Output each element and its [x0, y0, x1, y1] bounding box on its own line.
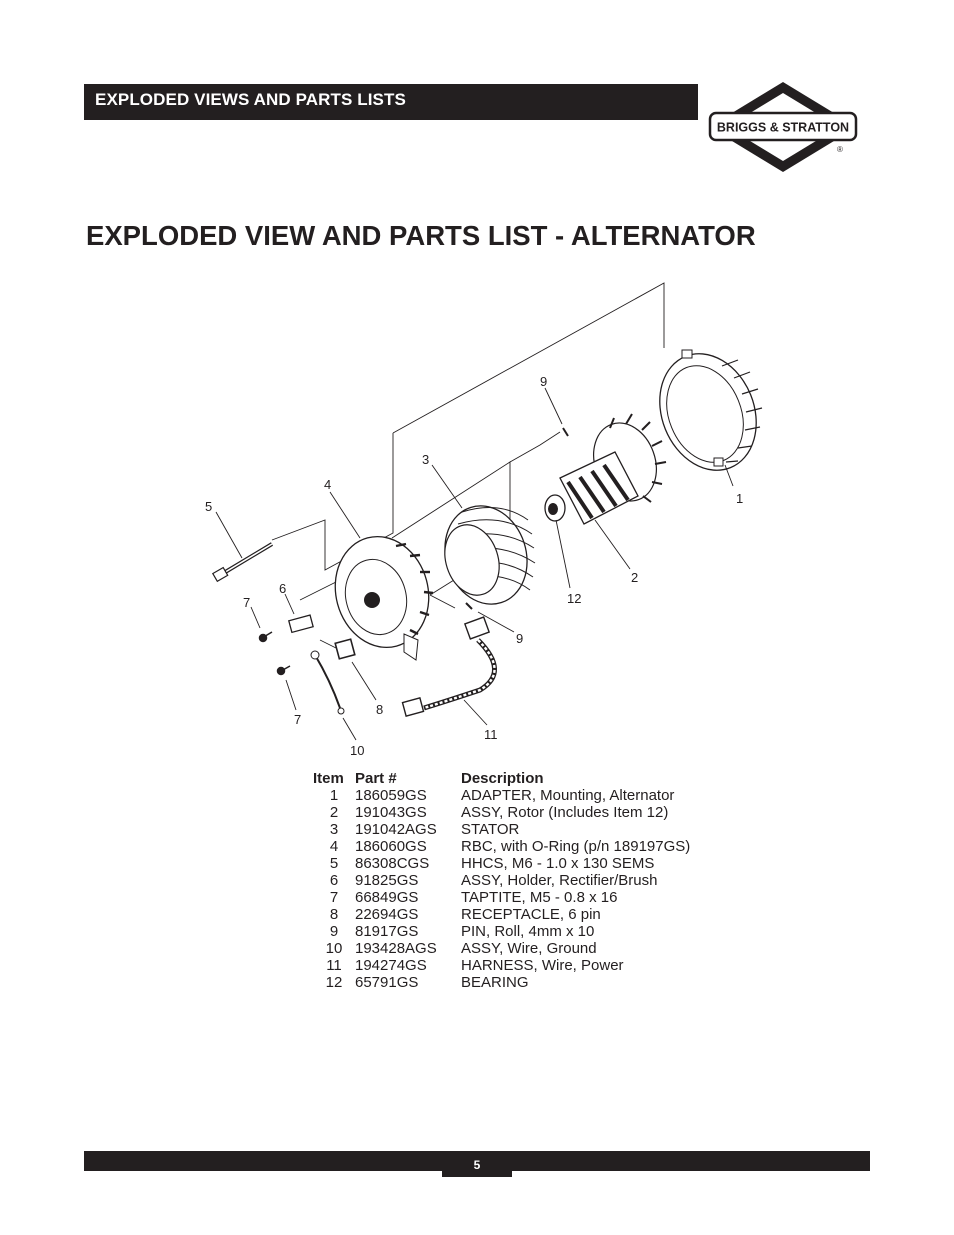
part-description: RBC, with O-Ring (p/n 189197GS) — [461, 838, 691, 855]
table-row: 8 22694GS RECEPTACLE, 6 pin — [313, 906, 690, 923]
table-row: 4 186060GS RBC, with O-Ring (p/n 189197GS) — [313, 838, 690, 855]
part-description: PIN, Roll, 4mm x 10 — [461, 923, 595, 940]
item-number: 4 — [329, 838, 339, 855]
logo-text: BRIGGS & STRATTON — [717, 121, 849, 135]
callout-11: 11 — [484, 727, 498, 742]
part-number: 193428AGS — [355, 940, 437, 957]
harness-part-11 — [401, 616, 497, 717]
briggs-stratton-logo: BRIGGS & STRATTON ® — [708, 82, 858, 172]
callout-5: 5 — [205, 499, 212, 514]
callout-2: 2 — [631, 570, 638, 585]
page-number: 5 — [442, 1151, 512, 1177]
callout-4: 4 — [324, 477, 331, 492]
item-number: 8 — [329, 906, 339, 923]
parts-list-table: Item Part # Description 1 186059GS ADAPTER… — [313, 770, 690, 991]
callout-10: 10 — [350, 743, 364, 758]
part-number: 186059GS — [355, 787, 427, 804]
item-number: 1 — [329, 787, 339, 804]
callout-8: 8 — [376, 702, 383, 717]
callout-3: 3 — [422, 452, 429, 467]
table-row: 6 91825GS ASSY, Holder, Rectifier/Brush — [313, 872, 690, 889]
part-number: 65791GS — [355, 974, 419, 991]
part-number: 191043GS — [355, 804, 427, 821]
screw-part-7 — [258, 631, 291, 676]
section-header-title: EXPLODED VIEWS AND PARTS LISTS — [95, 90, 406, 109]
bolt-part-5 — [211, 542, 274, 583]
table-row: 3 191042AGS STATOR — [313, 821, 690, 838]
holder-part-6 — [287, 614, 314, 634]
item-number: 7 — [329, 889, 339, 906]
rotor-part-2 — [544, 413, 667, 525]
item-number: 3 — [329, 821, 339, 838]
part-number: 186060GS — [355, 838, 427, 855]
table-row: 9 81917GS PIN, Roll, 4mm x 10 — [313, 923, 690, 940]
part-description: ADAPTER, Mounting, Alternator — [461, 787, 675, 804]
part-description: ASSY, Wire, Ground — [461, 940, 597, 957]
callout-9a: 9 — [540, 374, 547, 389]
item-number: 11 — [326, 957, 342, 974]
part-number: 194274GS — [355, 957, 427, 974]
callout-7b: 7 — [294, 712, 301, 727]
part-description: HARNESS, Wire, Power — [461, 957, 624, 974]
section-header-bar: EXPLODED VIEWS AND PARTS LISTS — [84, 84, 698, 120]
callout-6: 6 — [279, 581, 286, 596]
part-number: 191042AGS — [355, 821, 437, 838]
part-number: 66849GS — [355, 889, 419, 906]
footer-bar-right — [512, 1151, 870, 1171]
part-description: STATOR — [461, 821, 520, 838]
part-number: 81917GS — [355, 923, 419, 940]
item-number: 9 — [329, 923, 339, 940]
table-row: 5 86308CGS HHCS, M6 - 1.0 x 130 SEMS — [313, 855, 690, 872]
alternator-exploded-diagram: 1 2 3 4 5 6 7 7 8 9 9 10 11 12 — [205, 282, 763, 758]
item-number: 2 — [329, 804, 339, 821]
part-description: BEARING — [461, 974, 529, 991]
ground-wire-part-10 — [314, 654, 341, 709]
item-number: 12 — [325, 974, 343, 991]
part-number: 86308CGS — [355, 855, 430, 872]
bearing-part-12 — [555, 519, 571, 589]
table-row: 12 65791GS BEARING — [313, 974, 690, 991]
pin-part-9 — [465, 427, 569, 610]
item-column-header: Item — [313, 770, 344, 787]
table-row: 2 191043GS ASSY, Rotor (Includes Item 12) — [313, 804, 690, 821]
part-description: ASSY, Holder, Rectifier/Brush — [461, 872, 658, 889]
parts-list-header-row: Item Part # Description — [313, 770, 690, 787]
footer-bar-left — [84, 1151, 442, 1171]
item-number: 6 — [329, 872, 339, 889]
item-number: 5 — [329, 855, 339, 872]
part-number: 22694GS — [355, 906, 419, 923]
part-description: HHCS, M6 - 1.0 x 130 SEMS — [461, 855, 655, 872]
logo-registered-mark: ® — [837, 145, 843, 154]
part-description: TAPTITE, M5 - 0.8 x 16 — [461, 889, 618, 906]
receptacle-part-8 — [334, 638, 356, 660]
table-row: 11 194274GS HARNESS, Wire, Power — [313, 957, 690, 974]
item-number: 10 — [325, 940, 343, 957]
stator-part-3 — [444, 505, 536, 605]
part-number-column-header: Part # — [355, 770, 397, 787]
part-description: RECEPTACLE, 6 pin — [461, 906, 601, 923]
callout-9b: 9 — [516, 631, 523, 646]
callout-12: 12 — [567, 591, 581, 606]
table-row: 7 66849GS TAPTITE, M5 - 0.8 x 16 — [313, 889, 690, 906]
part-description: ASSY, Rotor (Includes Item 12) — [461, 804, 669, 821]
table-row: 1 186059GS ADAPTER, Mounting, Alternator — [313, 787, 690, 804]
page-title: EXPLODED VIEW AND PARTS LIST - ALTERNATO… — [86, 220, 756, 251]
table-row: 10 193428AGS ASSY, Wire, Ground — [313, 940, 690, 957]
callout-1: 1 — [736, 491, 743, 506]
rbc-part-4 — [334, 535, 434, 661]
description-column-header: Description — [461, 770, 544, 787]
adapter-part-1 — [659, 349, 763, 471]
part-number: 91825GS — [355, 872, 419, 889]
callout-7a: 7 — [243, 595, 250, 610]
